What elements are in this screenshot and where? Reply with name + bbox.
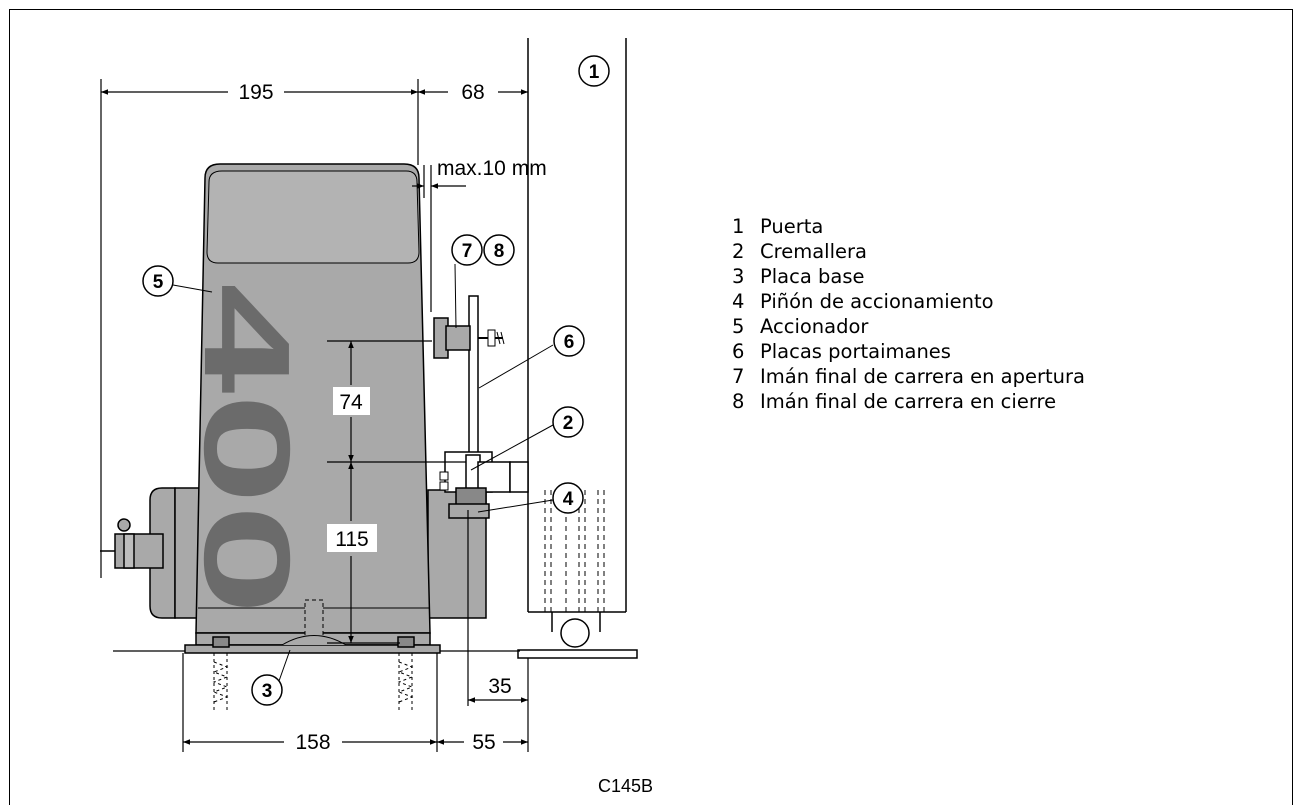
dimension-lines — [100, 79, 529, 752]
callout-6: 6 — [553, 325, 585, 357]
legend-number: 3 — [732, 265, 745, 288]
legend-number: 4 — [732, 290, 745, 313]
dim-115-box — [327, 524, 377, 552]
svg-text:8: 8 — [494, 241, 505, 262]
svg-text:1: 1 — [589, 62, 600, 83]
dim-115: 115 — [335, 528, 368, 551]
door — [517, 38, 638, 659]
dim-55: 55 — [472, 731, 495, 754]
legend-label: Cremallera — [760, 240, 867, 263]
legend-item: 1 Puerta — [732, 214, 1085, 239]
legend-label: Placas portaimanes — [760, 340, 951, 363]
callout-4: 4 — [552, 482, 584, 514]
legend-item: 2 Cremallera — [732, 239, 1085, 264]
dim-68: 68 — [461, 81, 484, 104]
legend-number: 7 — [732, 365, 745, 388]
legend-label: Placa base — [760, 265, 865, 288]
legend-item: 5 Accionador — [732, 314, 1085, 339]
callout-7: 7 — [451, 234, 483, 266]
legend-number: 1 — [732, 215, 745, 238]
dim-158: 158 — [295, 731, 330, 754]
dim-74: 74 — [339, 391, 363, 414]
parts-legend: 1 Puerta 2 Cremallera 3 Placa base 4 Piñón d… — [732, 214, 1085, 414]
dim-max-10mm: max.10 mm — [437, 157, 547, 180]
legend-item: 3 Placa base — [732, 264, 1085, 289]
legend-item: 8 Imán final de carrera en cierre — [732, 389, 1085, 414]
callout-8: 8 — [483, 234, 515, 266]
callout-3: 3 — [251, 674, 283, 706]
svg-text:5: 5 — [153, 272, 164, 293]
legend-number: 6 — [732, 340, 745, 363]
svg-text:6: 6 — [564, 332, 575, 353]
legend-label: Imán final de carrera en apertura — [760, 365, 1085, 388]
dim-35: 35 — [488, 675, 511, 698]
dim-74-box — [333, 387, 370, 415]
legend-number: 8 — [732, 390, 745, 413]
svg-text:4: 4 — [563, 489, 574, 510]
dim-195: 195 — [238, 81, 273, 104]
drive-pinion — [448, 487, 490, 519]
leader-lines — [172, 263, 554, 682]
legend-number: 2 — [732, 240, 745, 263]
figure-frame — [9, 9, 1293, 805]
legend-label: Accionador — [760, 315, 869, 338]
svg-text:7: 7 — [462, 241, 473, 262]
legend-number: 5 — [732, 315, 745, 338]
callout-2: 2 — [552, 406, 584, 438]
figure-code: C145B — [598, 776, 654, 796]
legend-item: 7 Imán final de carrera en apertura — [732, 364, 1085, 389]
legend-label: Piñón de accionamiento — [760, 290, 994, 313]
legend-label: Imán final de carrera en cierre — [760, 390, 1057, 413]
model-number-400: 400 — [179, 283, 315, 615]
legend-item: 4 Piñón de accionamiento — [732, 289, 1085, 314]
callout-1: 1 — [578, 55, 610, 87]
callout-5: 5 — [142, 265, 174, 297]
legend-item: 6 Placas portaimanes — [732, 339, 1085, 364]
anchor-bolts — [212, 653, 414, 712]
actuator — [100, 163, 487, 654]
svg-text:2: 2 — [563, 413, 574, 434]
legend-label: Puerta — [760, 215, 824, 238]
svg-text:3: 3 — [262, 681, 273, 702]
